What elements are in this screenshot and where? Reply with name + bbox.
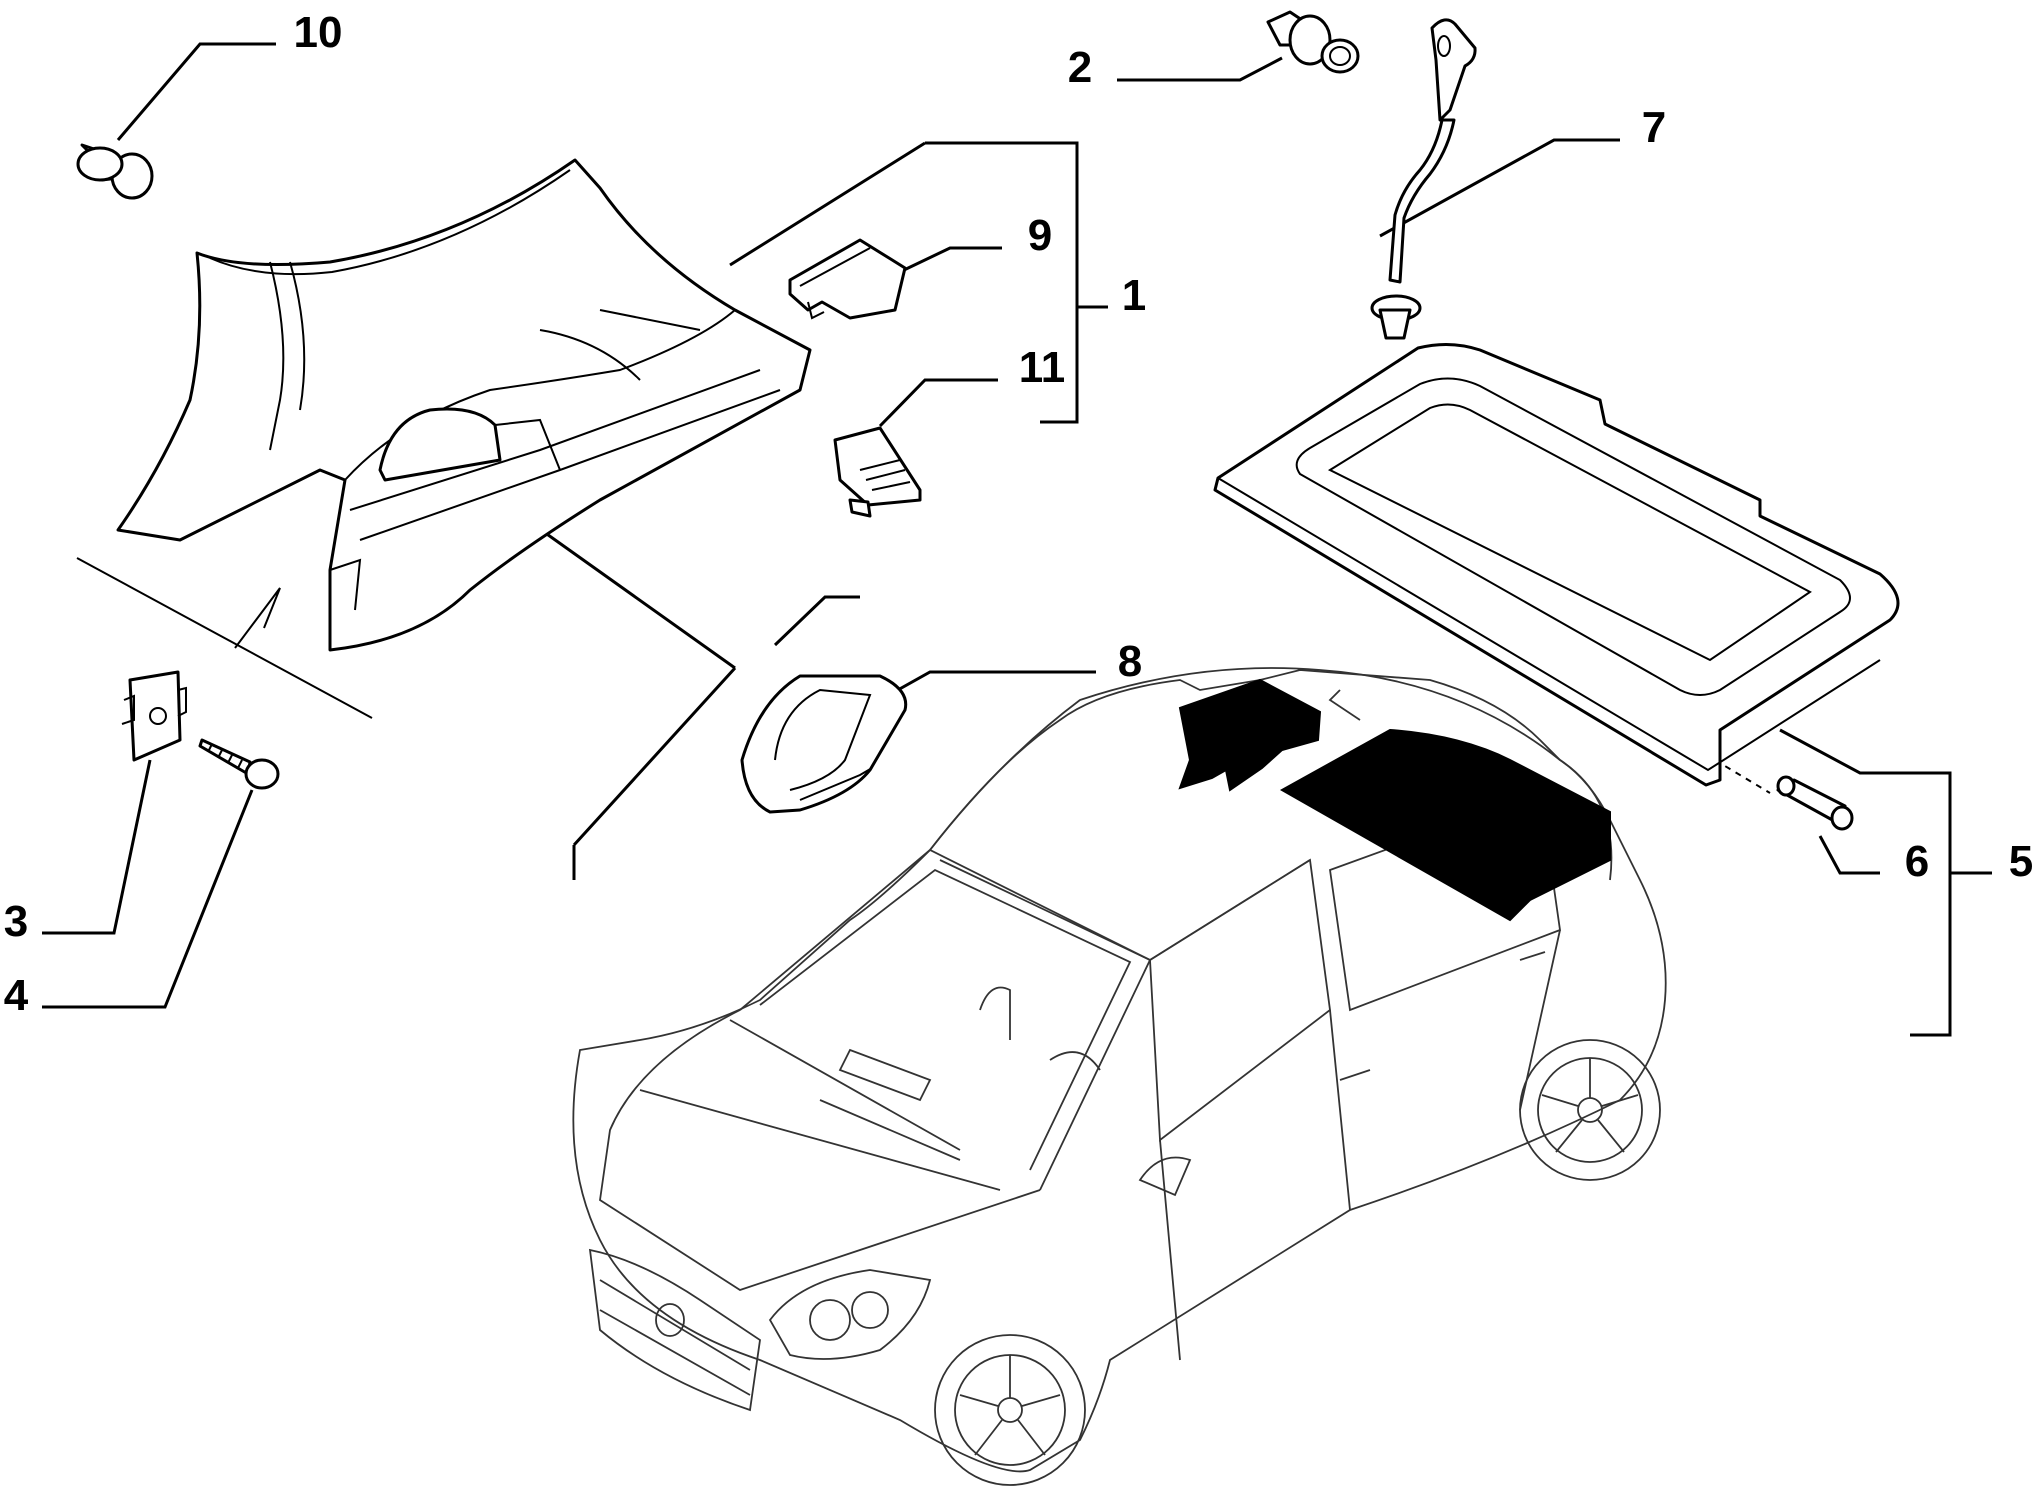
part-2-fastener [1266, 10, 1360, 74]
callout-9: 9 [1028, 211, 1052, 260]
part-5-parcel-shelf [1213, 343, 1900, 787]
part-8-cover [740, 674, 908, 814]
part-9-bracket [788, 238, 907, 320]
callout-6: 6 [1905, 837, 1929, 886]
part-1-side-panel [116, 158, 812, 652]
part-6-pin [1776, 775, 1854, 831]
callout-11: 11 [1019, 343, 1066, 392]
callout-5: 5 [2009, 837, 2033, 886]
part-3-bracket-clip [121, 670, 187, 762]
part-7-strap [1370, 18, 1477, 340]
part-10-clip [76, 143, 154, 200]
callout-7: 7 [1642, 103, 1666, 152]
callout-10: 10 [294, 8, 343, 57]
callout-8: 8 [1118, 637, 1142, 686]
car-illustration [572, 667, 1667, 1486]
leader-lines [42, 42, 1992, 1037]
callout-1: 1 [1122, 271, 1146, 320]
callout-2: 2 [1068, 43, 1092, 92]
callout-3: 3 [4, 897, 28, 946]
part-11-clip [833, 426, 922, 518]
part-4-screw [198, 738, 280, 790]
callout-4: 4 [4, 971, 29, 1020]
